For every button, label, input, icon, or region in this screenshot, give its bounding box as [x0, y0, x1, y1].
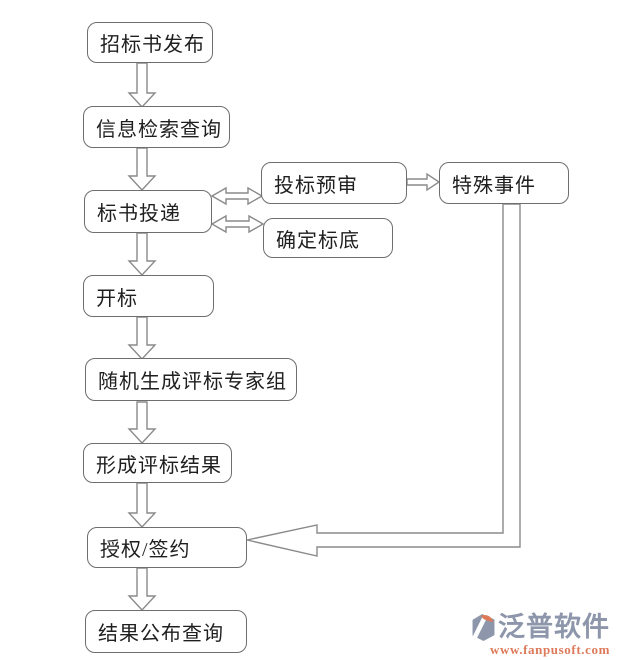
node-info-search: 信息检索查询	[83, 106, 230, 148]
node-bid-prereview: 投标预审	[261, 162, 407, 204]
node-bid-opening: 开标	[83, 275, 214, 317]
node-determine-base-price: 确定标底	[263, 218, 393, 258]
fanpu-branding: 泛普软件 www.fanpusoft.com	[470, 611, 610, 657]
node-evaluation-result: 形成评标结果	[83, 443, 232, 483]
node-special-events: 特殊事件	[439, 162, 569, 204]
edge-special-events-to-authorize-sign	[246, 203, 521, 557]
edge-tender-to-info	[127, 62, 157, 109]
edge-prereview-to-special	[406, 172, 441, 192]
edge-delivery-baseprice-double	[210, 214, 265, 234]
node-authorize-sign: 授权/签约	[87, 527, 247, 568]
edge-authorize-to-publish	[127, 567, 157, 612]
edge-delivery-prereview-double	[210, 186, 264, 206]
edge-expert-group-to-evaluation	[127, 401, 157, 445]
node-tender-release: 招标书发布	[87, 22, 213, 63]
fanpu-logo-text: 泛普软件	[498, 611, 610, 642]
fanpu-logo-icon	[470, 612, 497, 642]
node-result-publish: 结果公布查询	[85, 610, 247, 653]
fanpu-website-text: www.fanpusoft.com	[490, 641, 610, 657]
edge-opening-to-expert-group	[127, 316, 157, 361]
edge-info-to-delivery	[127, 147, 157, 192]
node-expert-group: 随机生成评标专家组	[85, 358, 297, 401]
node-bid-delivery: 标书投递	[84, 190, 212, 233]
edge-delivery-to-opening	[127, 232, 157, 277]
edge-evaluation-to-authorize	[127, 482, 157, 529]
